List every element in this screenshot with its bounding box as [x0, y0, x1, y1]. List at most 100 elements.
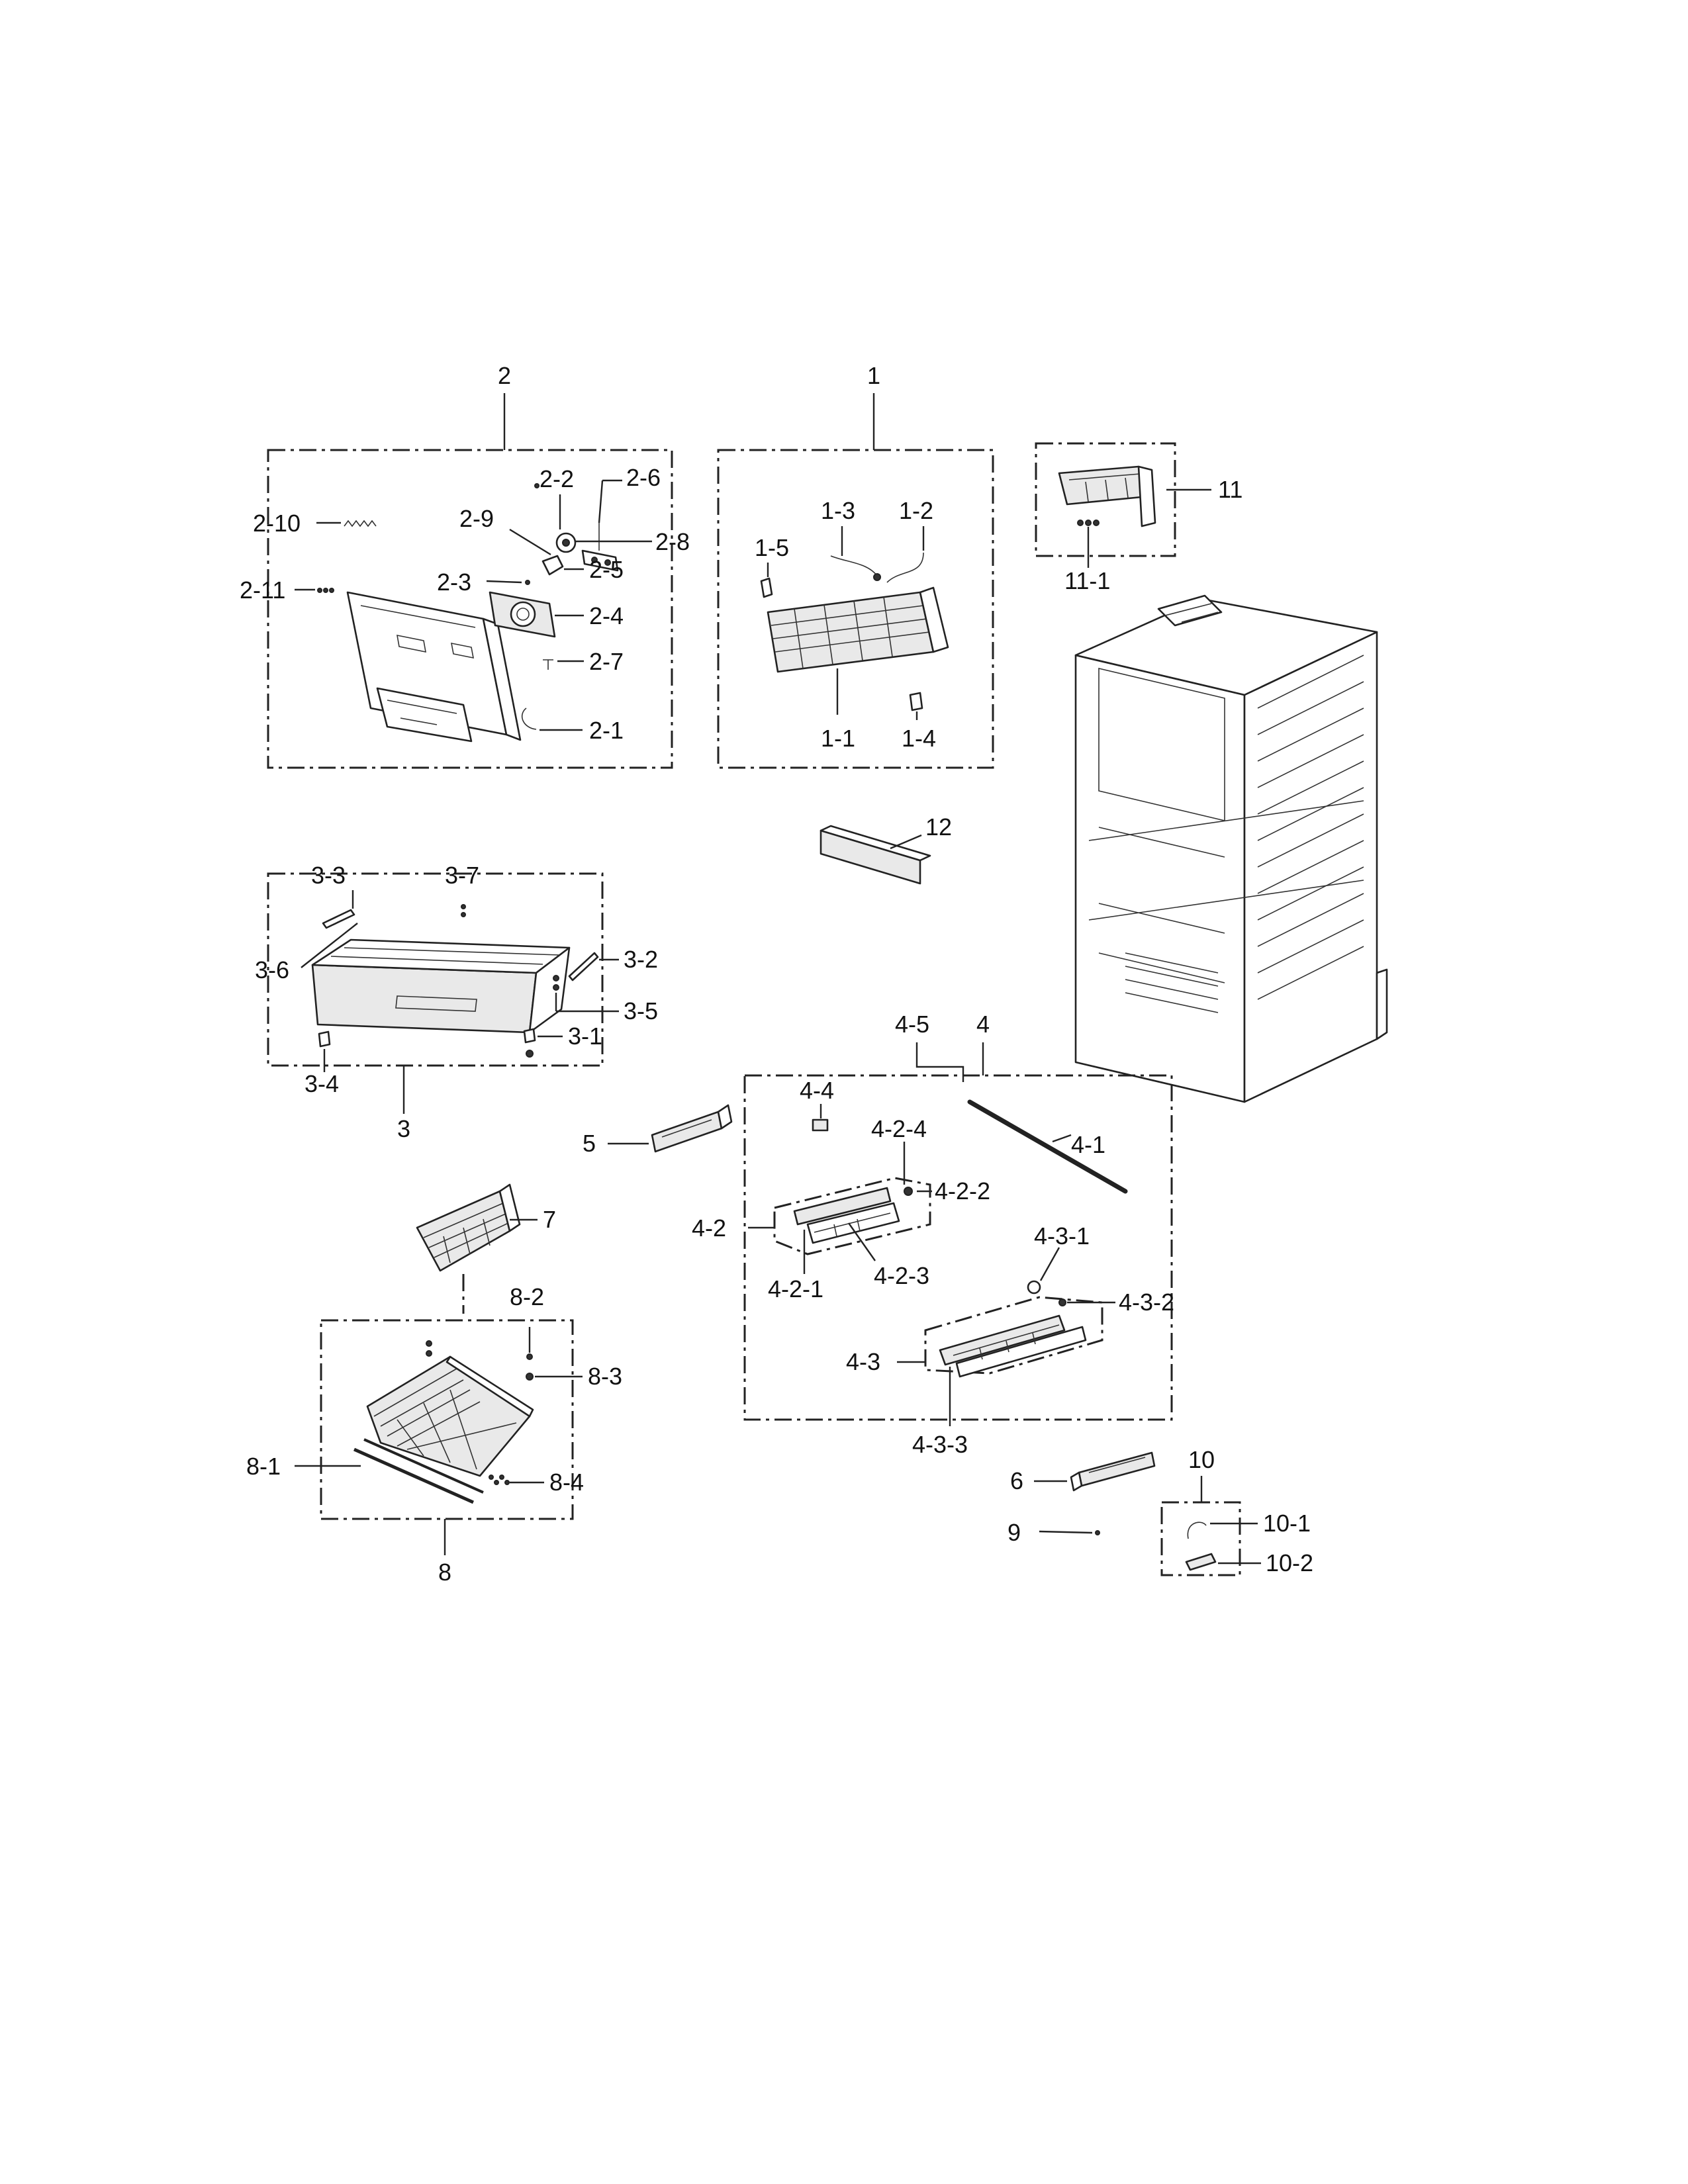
part-2-7-screw: [543, 659, 553, 670]
part-11-1-screws: [1077, 520, 1100, 526]
callout-3-5: 3-5: [624, 997, 658, 1024]
callout-1-2: 1-2: [899, 497, 933, 524]
callout-4-3: 4-3: [846, 1348, 880, 1375]
part-10-2-holder: [1185, 1553, 1217, 1571]
callout-4-2-1: 4-2-1: [768, 1275, 823, 1302]
part-9-pin: 9: [1008, 1519, 1100, 1546]
callout-3-1: 3-1: [568, 1023, 602, 1050]
callout-2-11: 2-11: [240, 576, 285, 604]
group-2-assembly: 2 2-1 2-10 2-11 2-2 2-6: [240, 362, 690, 769]
part-4-4-block: [812, 1118, 829, 1132]
part-4-1-rod: [967, 1099, 1128, 1194]
group-1-assembly: 1 1-1 1-2 1-3 1-5 1-4: [717, 362, 994, 769]
part-5-rail-cover: 5: [583, 1104, 733, 1157]
group-11-box: [1035, 442, 1176, 557]
part-2-11-screws: [317, 588, 334, 593]
part-4-3-1-knob: [1027, 1280, 1041, 1295]
group-4-3-box: [924, 1296, 1103, 1375]
callout-11-1: 11-1: [1064, 567, 1110, 594]
callout-1-1: 1-1: [821, 725, 855, 752]
callout-3-2: 3-2: [624, 946, 658, 973]
callout-8-3: 8-3: [588, 1363, 622, 1390]
part-8-4-screws: [489, 1475, 510, 1485]
part-2-10-spring: [344, 520, 377, 527]
group-2-box: [267, 449, 673, 769]
callout-6: 6: [1010, 1467, 1023, 1494]
callout-10: 10: [1188, 1446, 1215, 1473]
part-1-2-wire: [886, 552, 924, 583]
callout-2-10: 2-10: [253, 510, 301, 537]
group-8-assembly: 8 8-1 8-2 8-3 8-4: [246, 1283, 622, 1586]
callout-4-5: 4-5: [895, 1011, 929, 1038]
part-8-1-rail: [353, 1447, 475, 1504]
refrigerator-cabinet: [1074, 594, 1388, 1103]
callout-8-1: 8-1: [246, 1453, 281, 1480]
callout-1-4: 1-4: [902, 725, 936, 752]
callout-2-7: 2-7: [589, 648, 624, 675]
callout-10-1: 10-1: [1263, 1510, 1311, 1537]
callout-2-8: 2-8: [655, 528, 690, 555]
part-7-basket-top: 7: [416, 1183, 556, 1314]
callout-12: 12: [925, 813, 952, 841]
part-11-icemaker: [1058, 465, 1150, 506]
part-4-3-rail: [939, 1314, 1066, 1366]
part-3-4-roller: [318, 1030, 331, 1048]
callout-4-1: 4-1: [1071, 1131, 1105, 1158]
group-1-box: [717, 449, 994, 769]
callout-9: 9: [1008, 1519, 1021, 1546]
part-2-5-fan: [541, 555, 564, 576]
callout-3-6: 3-6: [255, 956, 289, 983]
part-3-1-roller: [523, 1028, 536, 1044]
part-3-2-rail: [568, 952, 599, 981]
callout-2-9: 2-9: [459, 505, 494, 532]
callout-4-2: 4-2: [692, 1214, 726, 1242]
callout-3-3: 3-3: [311, 862, 346, 889]
callout-8: 8: [438, 1559, 451, 1586]
part-1-3-wire: [830, 555, 878, 576]
callout-7: 7: [543, 1206, 556, 1233]
part-1-5-sensor: [760, 577, 773, 598]
callout-2: 2: [498, 362, 511, 389]
group-3-assembly: 3 3-3 3-6 3-7 3-2 3-5 3-1 3-4: [255, 862, 658, 1142]
callout-4-2-2: 4-2-2: [935, 1177, 990, 1205]
part-2-1-wire: [521, 707, 537, 730]
part-3-drawer: [311, 964, 538, 1034]
callout-4: 4: [976, 1011, 990, 1038]
callout-3-7: 3-7: [445, 862, 479, 889]
callout-4-2-3: 4-2-3: [874, 1262, 929, 1289]
callout-1-5: 1-5: [755, 534, 789, 561]
callout-4-4: 4-4: [800, 1077, 834, 1104]
callout-10-2: 10-2: [1266, 1549, 1313, 1576]
group-4-assembly: 4 4-5 4-4 4-1 4-2 4-2-1 4-2-3 4-2-4 4-2-…: [692, 1011, 1174, 1458]
group-10-assembly: 10 10-1 10-2: [1160, 1446, 1313, 1576]
part-10-1-wire: [1187, 1522, 1207, 1539]
callout-2-4: 2-4: [589, 602, 624, 629]
callout-11: 11: [1218, 476, 1243, 503]
part-3-3-rail: [322, 909, 355, 929]
group-4-2-box: [773, 1177, 931, 1255]
group-11-assembly: 11 11-1: [1035, 442, 1243, 594]
part-1-1-evaporator: [767, 591, 935, 673]
callout-2-6: 2-6: [626, 464, 661, 491]
callout-3-4: 3-4: [305, 1070, 339, 1097]
callout-5: 5: [583, 1130, 596, 1157]
callout-2-2: 2-2: [539, 465, 574, 492]
part-6-cover: 6: [1010, 1451, 1156, 1494]
callout-8-2: 8-2: [510, 1283, 544, 1310]
part-1-4-fuse: [909, 692, 923, 711]
callout-4-3-2: 4-3-2: [1119, 1289, 1174, 1316]
part-4-2-rail: [793, 1187, 892, 1226]
group-3-box: [267, 872, 604, 1067]
callout-2-5: 2-5: [589, 556, 624, 583]
group-8-box: [320, 1319, 574, 1520]
callout-4-3-3: 4-3-3: [912, 1431, 968, 1458]
callout-4-2-4: 4-2-4: [871, 1115, 927, 1142]
callout-2-3: 2-3: [437, 569, 471, 596]
callout-4-3-1: 4-3-1: [1034, 1222, 1090, 1250]
callout-1: 1: [867, 362, 880, 389]
callout-3: 3: [397, 1115, 410, 1142]
callout-2-1: 2-1: [589, 717, 624, 744]
part-12-handle: 12: [820, 813, 952, 885]
callout-1-3: 1-3: [821, 497, 855, 524]
